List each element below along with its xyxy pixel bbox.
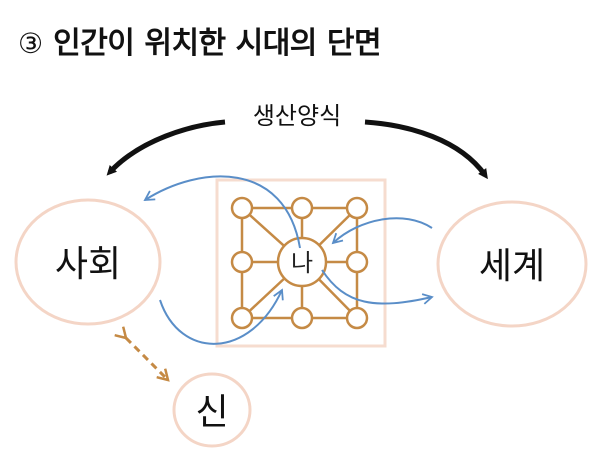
network-node [290, 306, 314, 330]
flow-arrow-from-society [159, 288, 284, 345]
flow-arrow-from-world [331, 217, 433, 245]
flow-arrow-to-world [321, 269, 434, 305]
self-label: 나 [291, 249, 313, 277]
flow-arrow-to-society [143, 175, 301, 249]
society-god-dashed-arrow [126, 338, 168, 380]
network-node [230, 196, 254, 220]
network-node [345, 196, 369, 220]
production-mode-label: 생산양식 [253, 102, 341, 130]
network-node [230, 250, 254, 274]
production-arrow-to-society [106, 119, 226, 176]
heading-title: 인간이 위치한 시대의 단면 [53, 26, 382, 61]
heading-number: ③ [18, 27, 44, 60]
god-circle [172, 372, 252, 448]
production-arrow-to-world [364, 119, 488, 180]
world-circle [436, 200, 588, 328]
network-nodes [230, 196, 369, 330]
network-node [290, 196, 314, 220]
network-node [345, 306, 369, 330]
network-node [345, 250, 369, 274]
society-circle [14, 198, 162, 326]
god-label: 신 [195, 392, 228, 433]
self-node [276, 236, 328, 288]
society-label: 사회 [55, 244, 121, 285]
page-heading: ③ 인간이 위치한 시대의 단면 [18, 24, 382, 64]
world-label: 세계 [479, 246, 545, 287]
self-network-box [215, 178, 387, 348]
network-node [230, 306, 254, 330]
